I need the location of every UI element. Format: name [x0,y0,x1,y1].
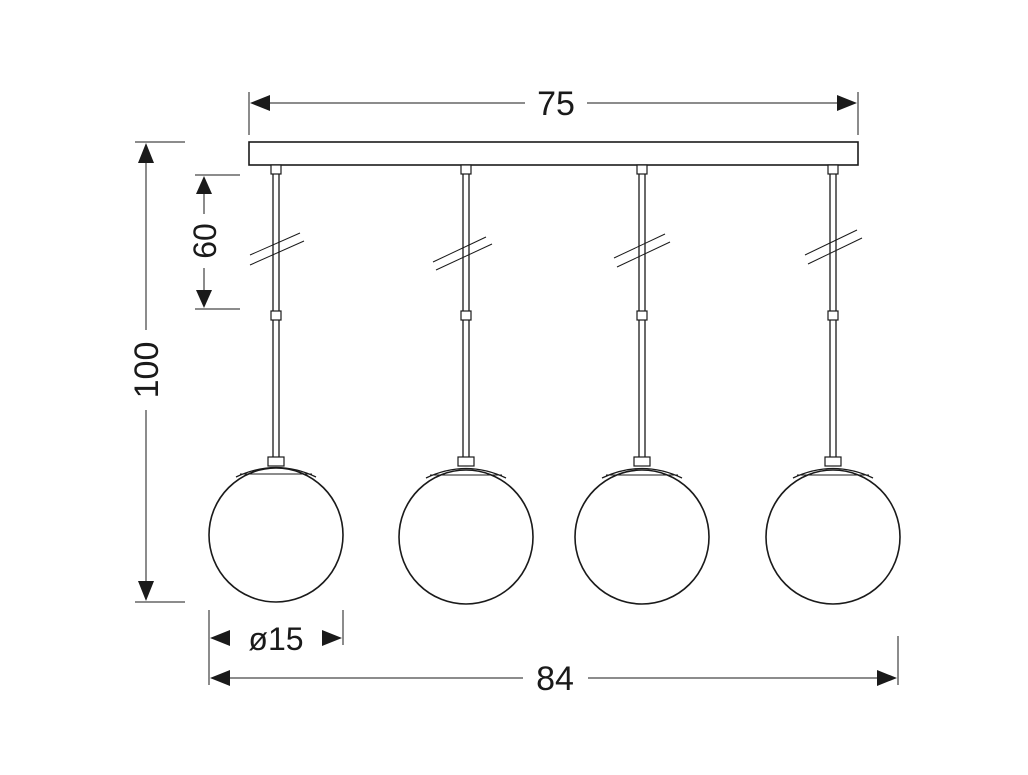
arrowhead-left [210,630,230,646]
cord-joint [460,310,472,321]
break-mark-1 [432,236,487,263]
height-dimension: 100 [128,141,185,603]
globe-diameter-dimension: ø15 [208,610,344,685]
arrowhead-top [138,143,154,163]
cord-grip-top [827,164,839,175]
total-width-dimension: 84 [210,636,899,698]
cord-grip-top [636,164,648,175]
break-mark-2 [807,237,863,265]
pendant-3 [574,164,710,605]
break-mark-1 [613,233,666,259]
break-mark-1 [249,232,301,256]
cord-adjust-label: 60 [187,223,223,259]
arrowhead-bottom [138,581,154,601]
break-mark-2 [249,240,305,266]
globe-shade [208,467,344,603]
globe-shade [398,469,534,605]
arrowhead-left [250,95,270,111]
arrowhead-left [210,670,230,686]
pendant-4 [765,164,901,605]
cord-grip-top [460,164,472,175]
total-width-label: 84 [536,660,574,698]
globe-holder [457,456,475,467]
break-mark-1 [804,229,858,256]
arrowhead-right [322,630,342,646]
globe-holder [267,456,285,467]
cord-adjust-dimension: 60 [187,174,240,310]
globe-holder [633,456,651,467]
break-mark-2 [435,243,493,271]
arrowhead-right [837,95,857,111]
cord-joint [827,310,839,321]
globe-diameter-label: ø15 [248,621,303,657]
canopy-width-label: 75 [537,85,575,123]
arrowhead-right [877,670,897,686]
canopy-width-dimension: 75 [248,85,859,135]
pendant-2 [398,164,534,605]
ceiling-canopy [248,141,859,166]
cord-joint [636,310,648,321]
pendant-1 [208,164,344,603]
globe-shade [574,469,710,605]
break-mark-2 [616,241,671,268]
globe-holder [824,456,842,467]
cord-joint [270,310,282,321]
height-label: 100 [128,342,166,399]
cord-grip-top [270,164,282,175]
arrowhead-top [196,176,212,194]
globe-shade [765,469,901,605]
arrowhead-bottom [196,290,212,308]
